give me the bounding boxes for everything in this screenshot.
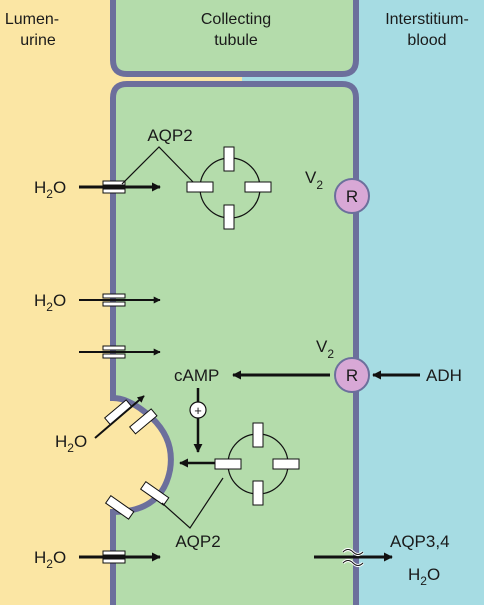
h2o-label-1: H2O <box>34 178 66 201</box>
h2o-label-6: H2O <box>408 565 440 588</box>
aquaporin-channel-icon <box>102 550 126 564</box>
interstitium-label: Interstitium- <box>385 11 469 28</box>
h2o-label-2: H2O <box>34 291 66 314</box>
aquaporin-channel-icon <box>103 399 158 435</box>
v2-label-mid: V2 <box>316 337 334 361</box>
aqp2-vesicle-1 <box>186 146 272 230</box>
svg-text:H2O: H2O <box>55 432 87 455</box>
lumen-label: Lumen- <box>5 11 59 28</box>
svg-text:R: R <box>346 187 358 206</box>
interstitium-label-2: blood <box>407 32 446 49</box>
aquaporin-channel-icon <box>104 480 170 520</box>
aqp2-bottom-pointer <box>161 477 224 529</box>
upper-cell <box>110 0 359 77</box>
h2o-label-5: H2O <box>34 548 66 571</box>
receptor-icon: R <box>334 178 370 214</box>
h2o-label-4: H2O <box>55 432 87 455</box>
v2-label-top: V2 <box>305 168 323 192</box>
aqp2-top-label: AQP2 <box>147 126 192 145</box>
svg-text:R: R <box>346 366 358 385</box>
tubule-label-2: tubule <box>214 32 258 49</box>
aqp34-label: AQP3,4 <box>390 532 450 551</box>
tubule-label: Collecting <box>201 11 271 28</box>
receptor-icon: R <box>334 357 370 393</box>
aqp2-top-pointer <box>121 146 196 185</box>
aquaporin-channel-icon <box>102 180 126 194</box>
svg-text:H2O: H2O <box>34 178 66 201</box>
svg-text:V2: V2 <box>316 337 334 361</box>
plus-icon: + <box>189 401 207 419</box>
svg-text:V2: V2 <box>305 168 323 192</box>
svg-text:H2O: H2O <box>408 565 440 588</box>
camp-label: cAMP <box>174 366 219 385</box>
aquaporin-channel-icon <box>102 345 126 359</box>
adh-label: ADH <box>426 366 462 385</box>
aquaporin-channel-icon <box>102 293 126 307</box>
svg-text:+: + <box>194 403 202 418</box>
svg-text:H2O: H2O <box>34 291 66 314</box>
aqp34-channel-icon <box>341 548 365 567</box>
aqp2-bottom-label: AQP2 <box>175 532 220 551</box>
lumen-label-2: urine <box>20 32 56 49</box>
water-arrow-4 <box>94 395 145 439</box>
svg-text:H2O: H2O <box>34 548 66 571</box>
aqp2-vesicle-2 <box>214 422 300 506</box>
